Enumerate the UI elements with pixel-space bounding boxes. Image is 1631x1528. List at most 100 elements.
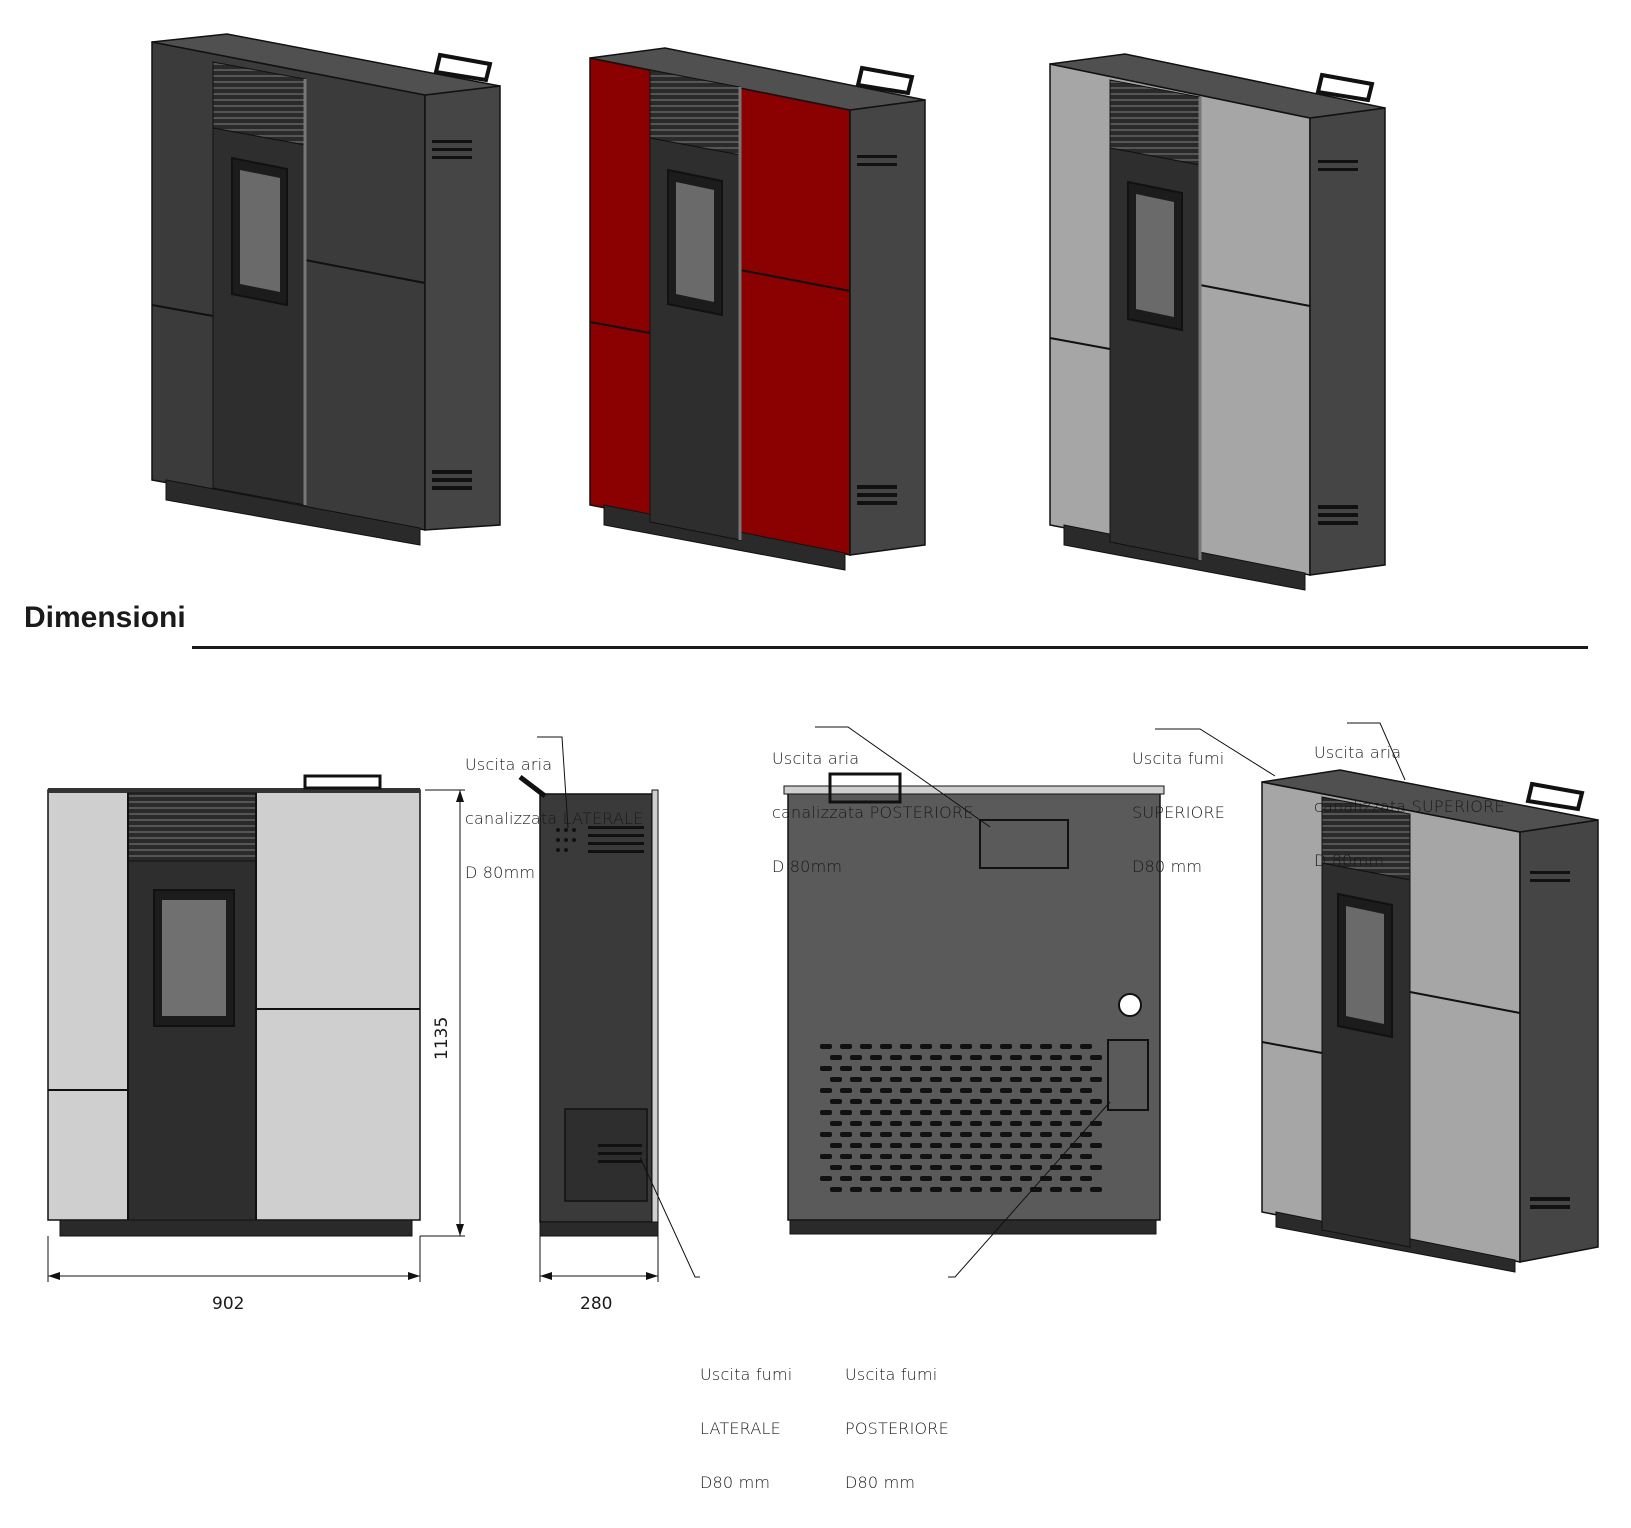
- vent-slot: [1020, 1154, 1032, 1159]
- vent-slot: [970, 1121, 982, 1126]
- vent-slot: [890, 1055, 902, 1060]
- vent-slot: [840, 1110, 852, 1115]
- callout-line: SUPERIORE: [1132, 803, 1226, 822]
- vent-slot: [1060, 1132, 1072, 1137]
- vent-slot: [1050, 1143, 1062, 1148]
- vent-slot: [850, 1077, 862, 1082]
- vent-slot: [840, 1044, 852, 1049]
- callout-fumi-laterale: Uscita fumi LATERALE D80 mm: [700, 1330, 792, 1528]
- vent-slot: [1020, 1044, 1032, 1049]
- vent-slot: [950, 1055, 962, 1060]
- vent-slot: [880, 1132, 892, 1137]
- callout-line: D80 mm: [700, 1473, 771, 1492]
- vent-slot: [890, 1143, 902, 1148]
- vent-slot: [920, 1066, 932, 1071]
- dimension-drawings: [47, 722, 1599, 1282]
- vent-slot: [860, 1176, 872, 1181]
- vent-slot: [820, 1066, 832, 1071]
- vent-slot: [870, 1187, 882, 1192]
- vent-slot: [830, 1055, 842, 1060]
- callout-aria-posteriore: Uscita aria canalizzata POSTERIORE D 80m…: [772, 714, 974, 912]
- vent-slot: [1030, 1165, 1042, 1170]
- vent-slot: [830, 1143, 842, 1148]
- callout-line: Uscita fumi: [1132, 749, 1225, 768]
- vent-slot: [1020, 1132, 1032, 1137]
- vent-slot: [980, 1110, 992, 1115]
- vent-slot: [990, 1121, 1002, 1126]
- vent-slot: [1020, 1066, 1032, 1071]
- vent-slot: [980, 1176, 992, 1181]
- vent-slot: [920, 1176, 932, 1181]
- vent-slot: [950, 1187, 962, 1192]
- vent-slot: [910, 1077, 922, 1082]
- vent-slot: [1090, 1165, 1102, 1170]
- vent-slot: [850, 1055, 862, 1060]
- vent-slot: [1070, 1099, 1082, 1104]
- vent-slot: [870, 1121, 882, 1126]
- vent-slot: [880, 1154, 892, 1159]
- vent-slot: [910, 1143, 922, 1148]
- vent-slot: [930, 1143, 942, 1148]
- vent-slot: [1000, 1110, 1012, 1115]
- vent-slot: [1060, 1044, 1072, 1049]
- vent-slot: [960, 1066, 972, 1071]
- vent-slot: [1080, 1088, 1092, 1093]
- vent-slot: [900, 1154, 912, 1159]
- vent-slot: [1010, 1143, 1022, 1148]
- vent-slot: [980, 1154, 992, 1159]
- vent-slot: [870, 1077, 882, 1082]
- callout-line: canalizzata POSTERIORE: [772, 803, 974, 822]
- vent-slot: [990, 1099, 1002, 1104]
- vent-slot: [890, 1165, 902, 1170]
- vent-slot: [910, 1055, 922, 1060]
- vent-slot: [880, 1088, 892, 1093]
- vent-slot: [1030, 1099, 1042, 1104]
- vent-slot: [1000, 1154, 1012, 1159]
- vent-slot: [860, 1110, 872, 1115]
- callout-line: Uscita fumi: [845, 1365, 938, 1384]
- vent-slot: [1010, 1187, 1022, 1192]
- vent-slot: [900, 1110, 912, 1115]
- vent-slot: [1060, 1176, 1072, 1181]
- vent-slot: [920, 1044, 932, 1049]
- vent-slot: [950, 1143, 962, 1148]
- vent-slot: [820, 1176, 832, 1181]
- vent-slot: [1050, 1099, 1062, 1104]
- vent-slot: [1040, 1066, 1052, 1071]
- vent-slot: [1050, 1121, 1062, 1126]
- vent-slot: [850, 1165, 862, 1170]
- vent-slot: [1040, 1044, 1052, 1049]
- vent-slot: [980, 1132, 992, 1137]
- vent-slot: [890, 1121, 902, 1126]
- vent-slot: [830, 1187, 842, 1192]
- vent-slot: [880, 1176, 892, 1181]
- vent-slot: [1010, 1055, 1022, 1060]
- vent-slot: [840, 1066, 852, 1071]
- vent-slot: [910, 1099, 922, 1104]
- vent-slot: [860, 1088, 872, 1093]
- vent-slot: [1080, 1154, 1092, 1159]
- vent-slot: [840, 1132, 852, 1137]
- vent-slot: [1050, 1077, 1062, 1082]
- callout-line: Uscita fumi: [700, 1365, 793, 1384]
- stove-variant-black: [151, 33, 501, 546]
- vent-slot: [840, 1176, 852, 1181]
- vent-slot: [1010, 1121, 1022, 1126]
- vent-slot: [920, 1132, 932, 1137]
- vent-slot: [970, 1099, 982, 1104]
- vent-slot: [910, 1187, 922, 1192]
- vent-slot: [870, 1165, 882, 1170]
- callout-line: Uscita aria: [772, 749, 860, 768]
- vent-slot: [850, 1143, 862, 1148]
- height-dimension-label: 1135: [432, 1016, 452, 1060]
- vent-slot: [960, 1154, 972, 1159]
- callout-line: D80 mm: [1132, 857, 1203, 876]
- side-view: [518, 775, 659, 1282]
- vent-slot: [950, 1099, 962, 1104]
- vent-slot: [970, 1165, 982, 1170]
- vent-slot: [900, 1066, 912, 1071]
- width-dimension-label: 902: [212, 1294, 245, 1314]
- vent-slot: [930, 1187, 942, 1192]
- vent-slot: [840, 1154, 852, 1159]
- vent-slot: [990, 1077, 1002, 1082]
